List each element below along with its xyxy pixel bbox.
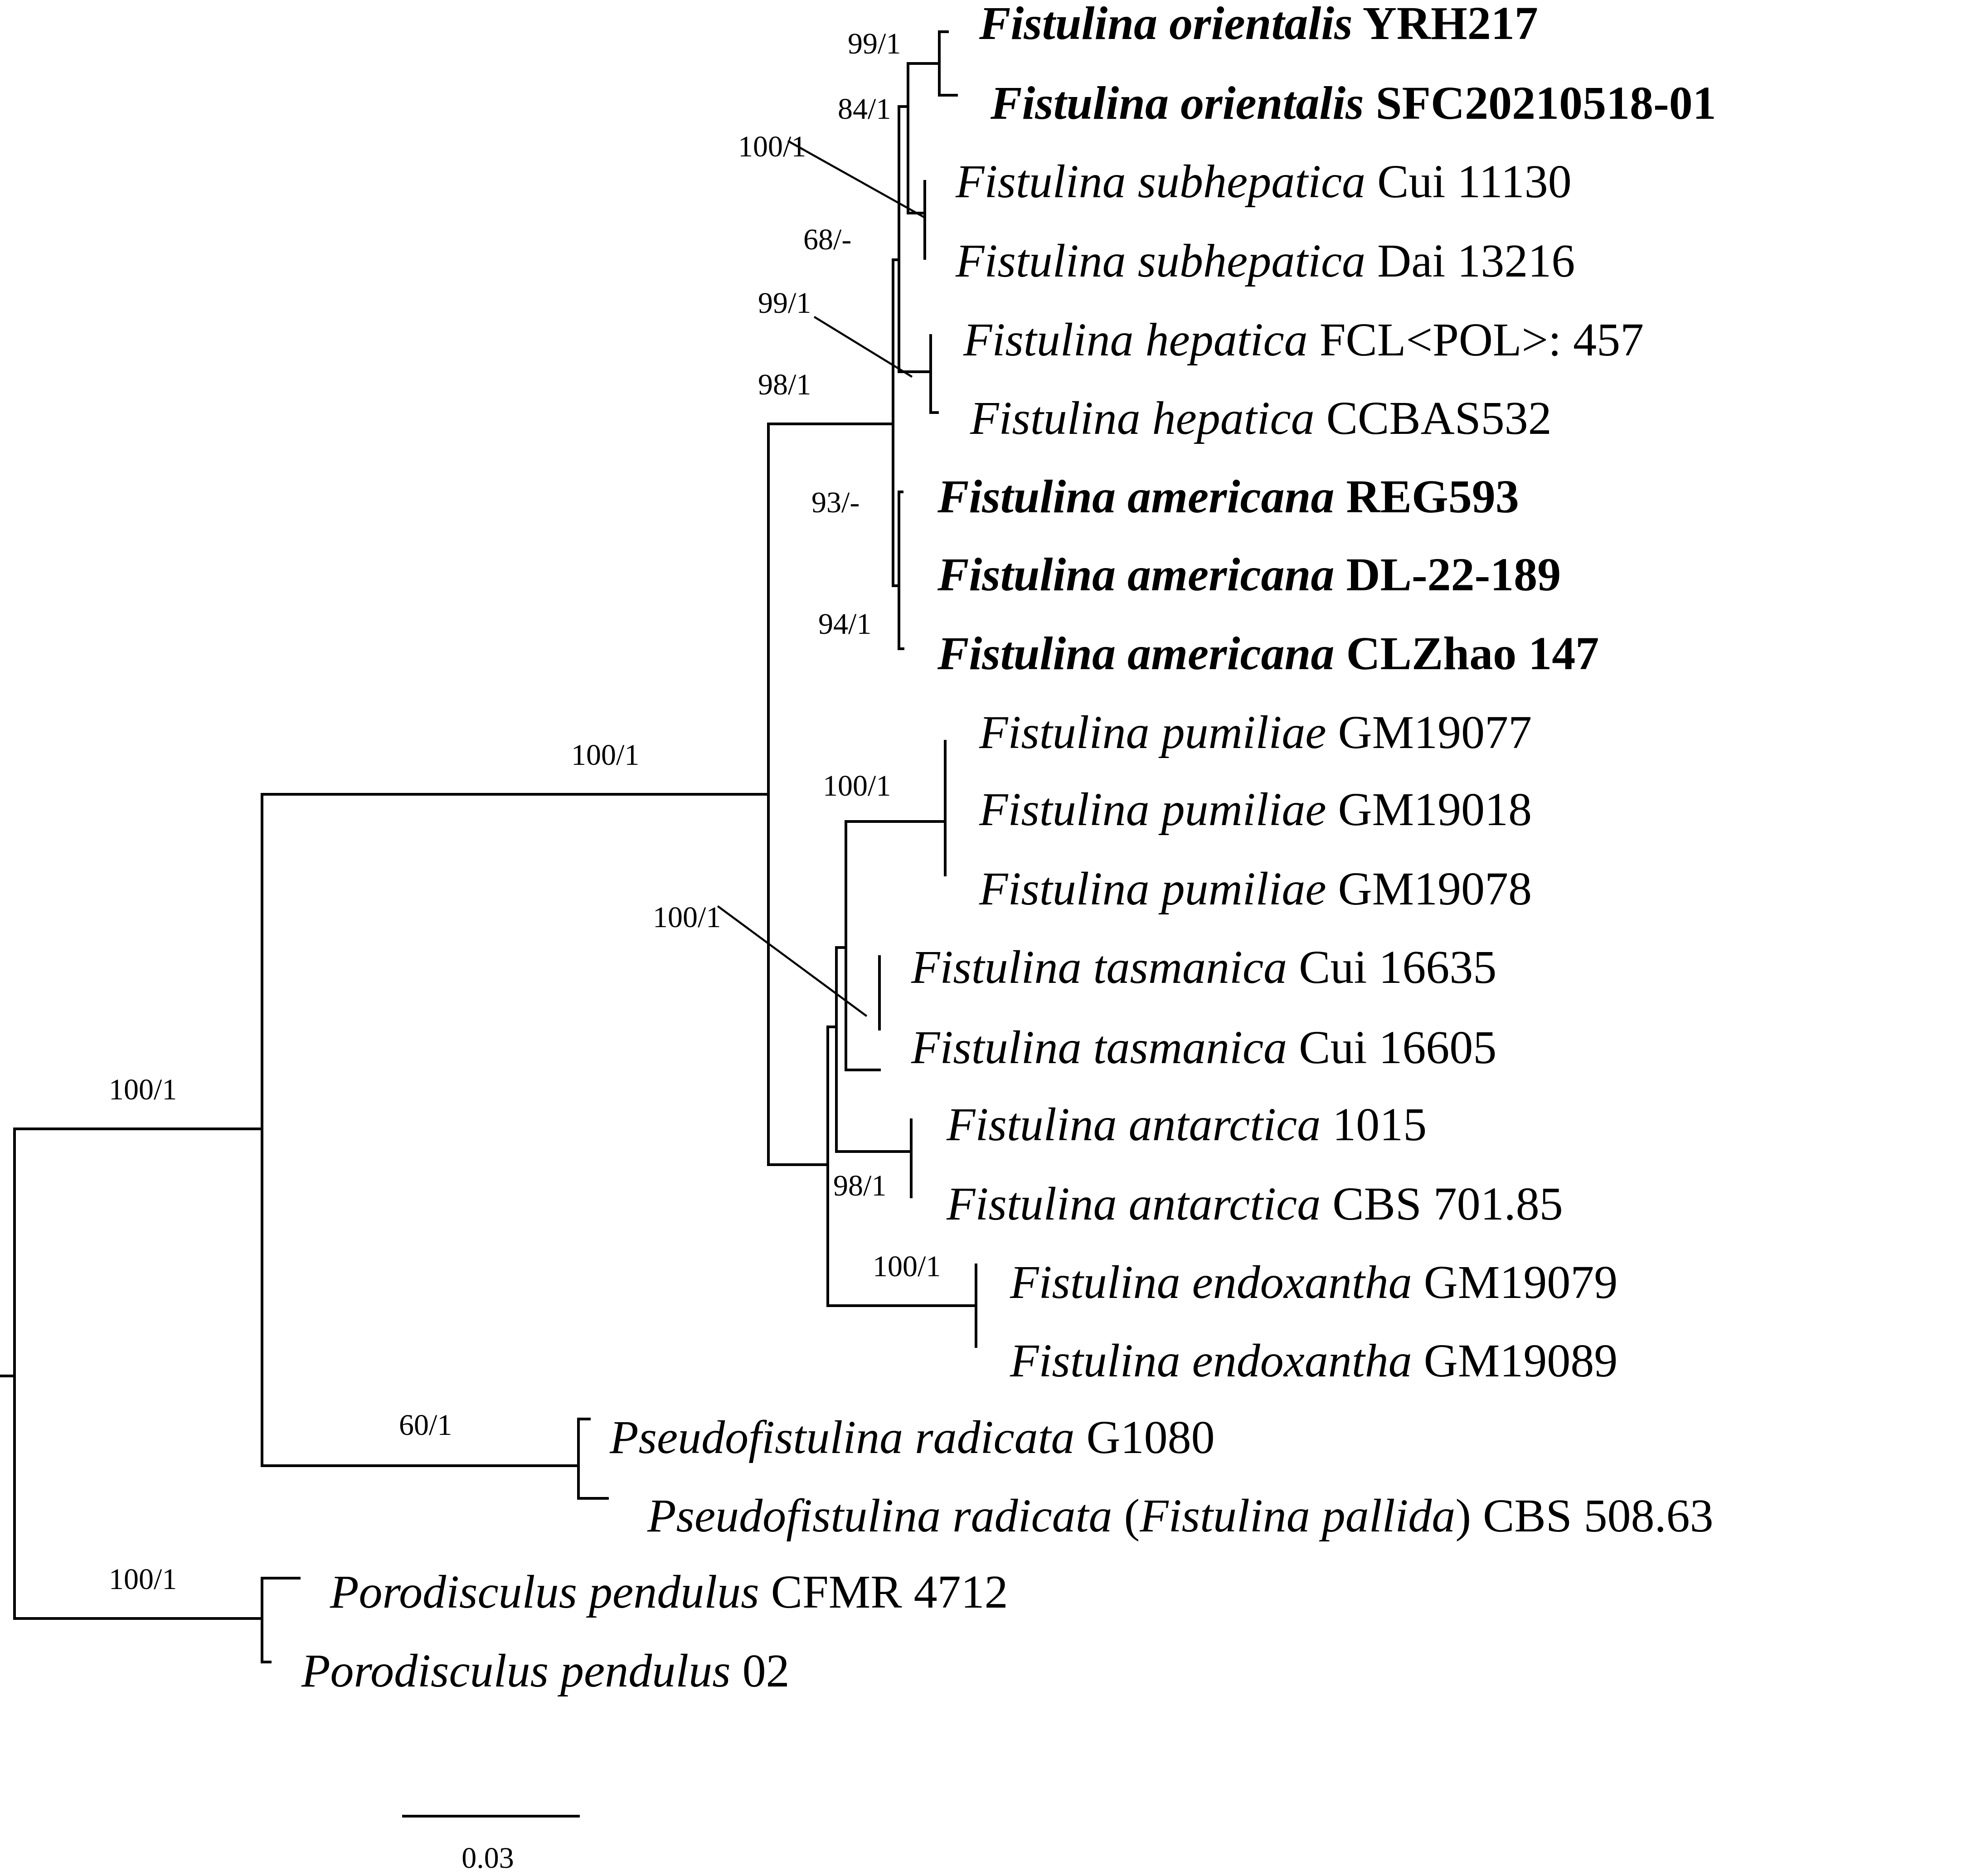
taxon-label: Fistulina tasmanica Cui 16605 — [911, 1021, 1496, 1074]
taxon-label: Fistulina americana DL-22-189 — [937, 549, 1561, 601]
scale-bar-label: 0.03 — [461, 1842, 514, 1875]
taxon-label: Fistulina endoxantha GM19079 — [1010, 1256, 1617, 1308]
taxon-voucher: YRH217 — [1353, 0, 1538, 49]
support-value: 100/1 — [571, 739, 639, 772]
taxon-binomial: Fistulina endoxantha — [1010, 1335, 1412, 1387]
taxon-binomial: Fistulina orientalis — [979, 0, 1353, 49]
support-value: 100/1 — [873, 1250, 941, 1283]
taxon-voucher: FCL<POL>: 457 — [1308, 314, 1644, 366]
taxon-voucher: GM19078 — [1326, 863, 1532, 915]
taxon-binomial: Fistulina hepatica — [963, 314, 1308, 366]
synonym-bracket: ( — [1112, 1490, 1140, 1542]
support-leader-line — [787, 140, 927, 219]
taxon-binomial: Fistulina americana — [937, 549, 1335, 601]
taxon-voucher: Dai 13216 — [1365, 235, 1575, 287]
taxon-binomial: Fistulina pumiliae — [979, 783, 1326, 836]
taxon-voucher: CFMR 4712 — [759, 1566, 1008, 1618]
synonym-bracket: ) — [1455, 1490, 1471, 1542]
taxon-binomial: Porodisculus pendulus — [330, 1566, 759, 1618]
taxon-label: Fistulina hepatica FCL<POL>: 457 — [963, 314, 1644, 366]
taxon-label: Fistulina americana CLZhao 147 — [937, 627, 1599, 680]
taxon-voucher: 1015 — [1321, 1098, 1427, 1151]
taxon-binomial: Pseudofistulina radicata — [647, 1490, 1112, 1542]
taxon-binomial: Fistulina subhepatica — [955, 235, 1365, 287]
taxon-voucher: CBS 508.63 — [1471, 1490, 1714, 1542]
taxon-binomial: Fistulina americana — [937, 627, 1335, 680]
taxon-voucher: GM19077 — [1326, 706, 1532, 758]
taxon-binomial: Pseudofistulina radicata — [609, 1411, 1075, 1463]
support-leader-line — [813, 316, 913, 378]
support-value: 68/- — [803, 223, 851, 256]
support-value: 84/1 — [838, 92, 891, 126]
support-value: 99/1 — [758, 287, 811, 320]
taxon-label: Fistulina antarctica 1015 — [946, 1098, 1427, 1151]
support-value: 94/1 — [818, 608, 871, 641]
taxon-label: Fistulina subhepatica Cui 11130 — [955, 156, 1572, 208]
taxon-binomial: Porodisculus pendulus — [301, 1645, 731, 1697]
taxon-voucher: SFC20210518-01 — [1364, 77, 1716, 129]
support-value: 98/1 — [758, 368, 811, 401]
taxon-label: Fistulina orientalis YRH217 — [979, 0, 1538, 49]
support-leader-lines — [717, 140, 927, 1017]
taxon-label: Fistulina tasmanica Cui 16635 — [911, 941, 1496, 993]
taxon-label: Fistulina subhepatica Dai 13216 — [955, 235, 1575, 287]
taxon-label: Porodisculus pendulus 02 — [301, 1645, 790, 1697]
taxon-voucher: GM19018 — [1326, 783, 1532, 836]
taxon-label: Fistulina pumiliae GM19077 — [979, 706, 1532, 758]
taxon-binomial: Fistulina pumiliae — [979, 706, 1326, 758]
support-value: 100/1 — [738, 130, 806, 163]
taxon-voucher: CLZhao 147 — [1335, 627, 1599, 680]
taxon-voucher: Cui 11130 — [1365, 156, 1572, 208]
taxon-voucher: CBS 701.85 — [1321, 1178, 1563, 1230]
taxon-voucher: GM19089 — [1412, 1335, 1618, 1387]
taxon-voucher: GM19079 — [1412, 1256, 1618, 1308]
taxon-binomial: Fistulina subhepatica — [955, 156, 1365, 208]
taxon-label: Fistulina endoxantha GM19089 — [1010, 1335, 1617, 1387]
taxon-synonym: Fistulina pallida — [1139, 1490, 1455, 1542]
support-values: 99/1 84/1 100/1 68/- 99/1 98/1 93/- 94/1 100/1 10… — [109, 27, 941, 1596]
taxon-label: Fistulina orientalis SFC20210518-01 — [990, 77, 1716, 129]
taxon-label: Fistulina pumiliae GM19018 — [979, 783, 1532, 836]
taxon-binomial: Fistulina endoxantha — [1010, 1256, 1412, 1308]
scale-bar: 0.03 — [402, 1815, 580, 1875]
taxon-label: Pseudofistulina radicata G1080 — [609, 1411, 1215, 1463]
support-value: 99/1 — [848, 27, 901, 60]
taxon-label: Fistulina americana REG593 — [937, 471, 1519, 523]
taxon-binomial: Fistulina tasmanica — [911, 1021, 1287, 1074]
taxon-binomial: Fistulina hepatica — [970, 392, 1315, 444]
taxon-voucher: Cui 16605 — [1287, 1021, 1496, 1074]
support-value: 98/1 — [833, 1169, 886, 1202]
support-value: 93/- — [811, 486, 860, 519]
taxon-voucher: G1080 — [1075, 1411, 1215, 1463]
taxon-binomial: Fistulina antarctica — [946, 1098, 1321, 1151]
taxon-voucher: CCBAS532 — [1315, 392, 1552, 444]
support-value: 100/1 — [109, 1073, 177, 1106]
taxon-voucher: DL-22-189 — [1335, 549, 1561, 601]
taxon-label: Fistulina pumiliae GM19078 — [979, 863, 1532, 915]
taxon-voucher: 02 — [731, 1645, 790, 1697]
support-value: 100/1 — [653, 901, 721, 934]
support-value: 100/1 — [823, 769, 891, 802]
support-value: 60/1 — [399, 1409, 452, 1442]
taxon-binomial: Fistulina orientalis — [990, 77, 1364, 129]
taxon-binomial: Fistulina tasmanica — [911, 941, 1287, 993]
taxon-voucher: REG593 — [1335, 471, 1519, 523]
taxon-label: Pseudofistulina radicata (Fistulina pall… — [647, 1490, 1714, 1542]
taxon-binomial: Fistulina antarctica — [946, 1178, 1321, 1230]
taxon-voucher: Cui 16635 — [1287, 941, 1496, 993]
taxon-binomial: Fistulina americana — [937, 471, 1335, 523]
taxon-label: Porodisculus pendulus CFMR 4712 — [330, 1566, 1008, 1618]
support-leader-line — [717, 905, 868, 1017]
tree-branches — [0, 30, 977, 1663]
support-value: 100/1 — [109, 1563, 177, 1596]
taxon-label: Fistulina hepatica CCBAS532 — [970, 392, 1552, 444]
taxon-label: Fistulina antarctica CBS 701.85 — [946, 1178, 1563, 1230]
taxon-binomial: Fistulina pumiliae — [979, 863, 1326, 915]
